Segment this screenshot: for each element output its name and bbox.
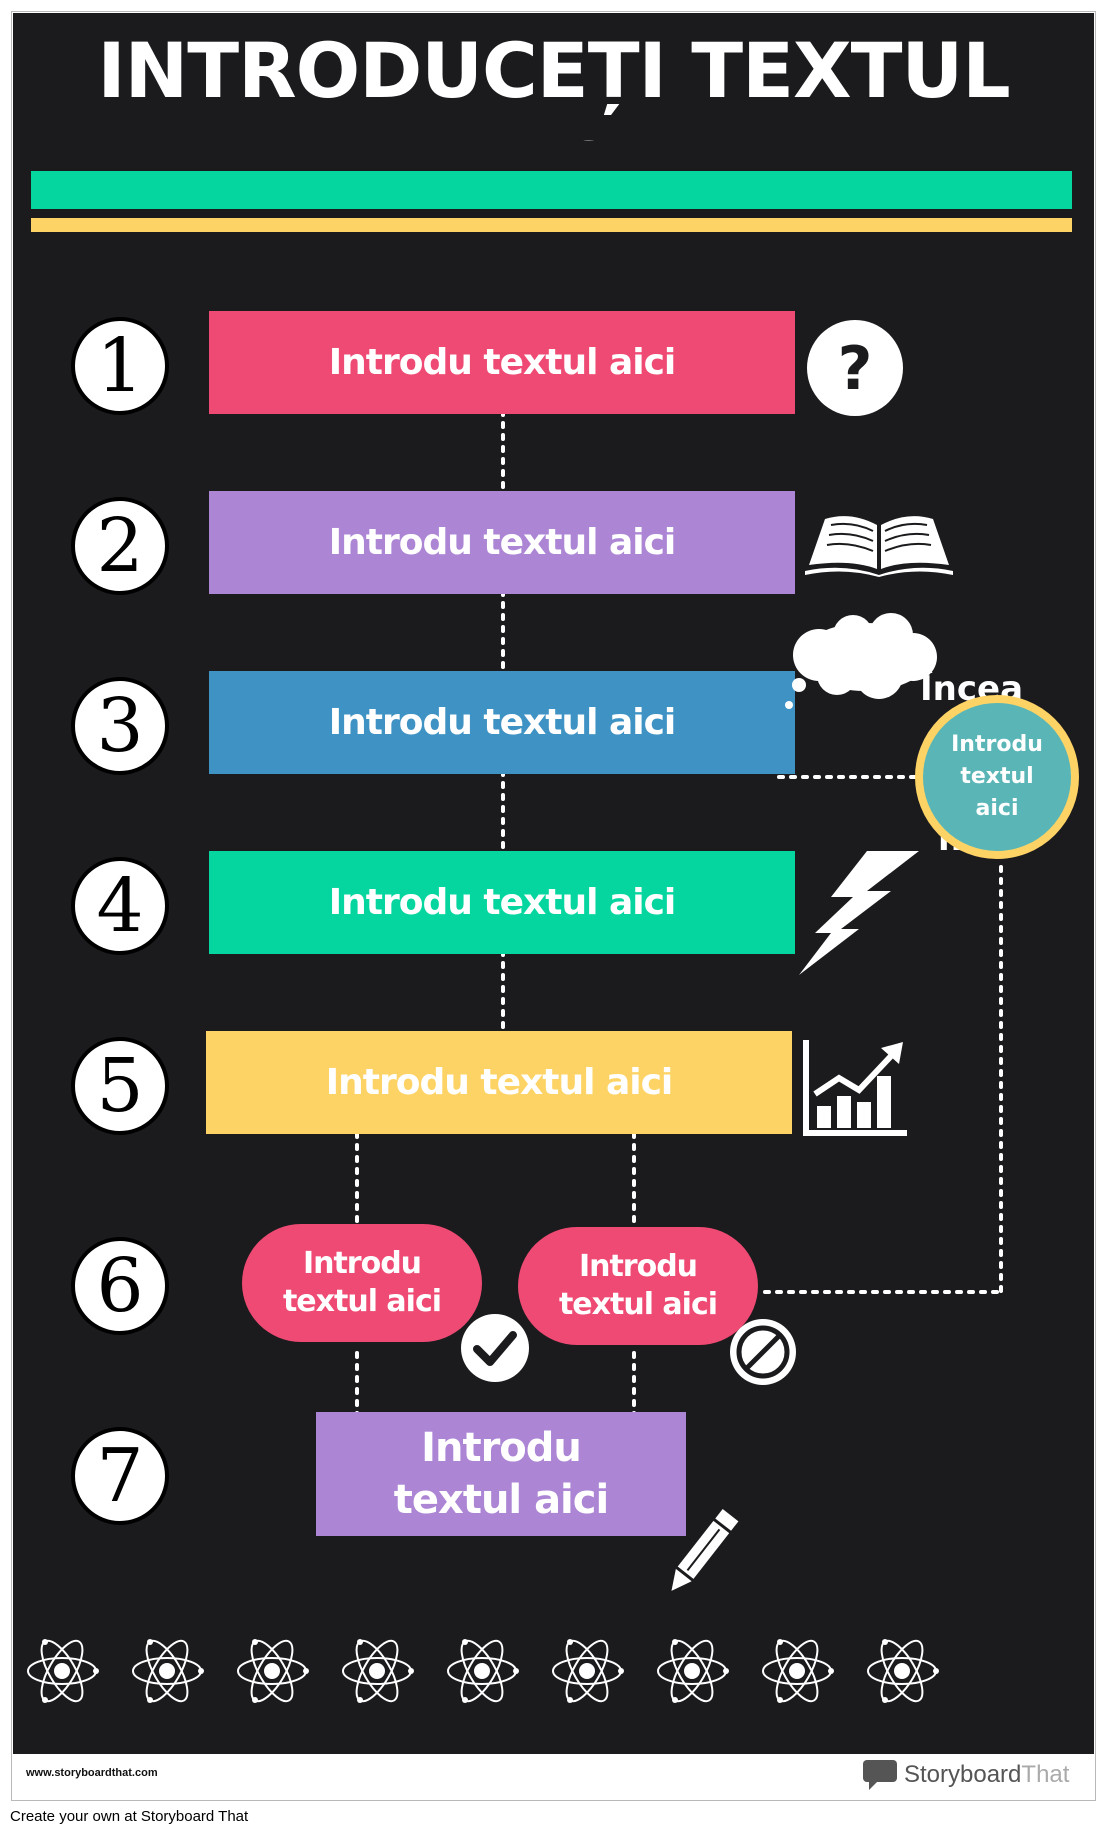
step-number-7: 7 (71, 1427, 169, 1525)
question-icon: ? (807, 320, 903, 416)
atom-icon (27, 1639, 99, 1703)
atom-icon (132, 1639, 204, 1703)
step-6-left-pill: Introdu textul aici (242, 1224, 482, 1342)
brand-first: Storyboard (904, 1761, 1022, 1788)
atom-icon (342, 1639, 414, 1703)
atom-decoration-row (13, 1631, 1094, 1721)
svg-text:?: ? (838, 334, 873, 404)
step-number-3: 3 (71, 677, 169, 775)
step-number-5: 5 (71, 1037, 169, 1135)
thought-cloud-icon (785, 613, 937, 709)
header-stripe-teal (31, 171, 1072, 209)
side-circle-text: Introdu textul aici (951, 732, 1043, 821)
infographic-board: INTRODUCEȚI TEXTUL AICI 1 2 3 4 5 6 7 In… (13, 13, 1094, 1754)
growth-chart-icon (803, 1040, 907, 1136)
prohibited-icon (730, 1319, 796, 1385)
create-your-own-link[interactable]: Create your own at Storyboard That (10, 1808, 249, 1825)
lightning-icon (799, 851, 919, 975)
step-4-bar: Introdu textul aici (209, 851, 795, 954)
checkmark-icon (461, 1314, 529, 1382)
step-number-1: 1 (71, 317, 169, 415)
storyboardthat-logo[interactable]: Storyboard That (861, 1757, 1069, 1793)
atom-icon (552, 1639, 624, 1703)
side-circle: Introdu textul aici (915, 695, 1079, 859)
step-7-bar: Introdu textul aici (316, 1412, 686, 1536)
speech-bubble-logo-icon (863, 1760, 897, 1790)
atom-icon (237, 1639, 309, 1703)
pencil-icon (671, 1509, 739, 1591)
step-number-6: 6 (71, 1237, 169, 1335)
connector-lines (355, 409, 1003, 1419)
atom-icon (657, 1639, 729, 1703)
header-stripe-yellow (31, 218, 1072, 232)
step-6-right-pill: Introdu textul aici (518, 1227, 758, 1345)
atom-icon (867, 1639, 939, 1703)
atom-icon (447, 1639, 519, 1703)
footer-strip: www.storyboardthat.com Storyboard That (13, 1754, 1094, 1800)
step-number-4: 4 (71, 857, 169, 955)
step-5-bar: Introdu textul aici (206, 1031, 792, 1134)
step-1-bar: Introdu textul aici (209, 311, 795, 414)
step-3-bar: Introdu textul aici (209, 671, 795, 774)
book-icon (805, 516, 953, 577)
website-link[interactable]: www.storyboardthat.com (26, 1767, 158, 1779)
step-number-2: 2 (71, 497, 169, 595)
page-title: INTRODUCEȚI TEXTUL AICI (97, 26, 1010, 141)
brand-second: That (1021, 1761, 1070, 1788)
step-2-bar: Introdu textul aici (209, 491, 795, 594)
atom-icon (762, 1639, 834, 1703)
